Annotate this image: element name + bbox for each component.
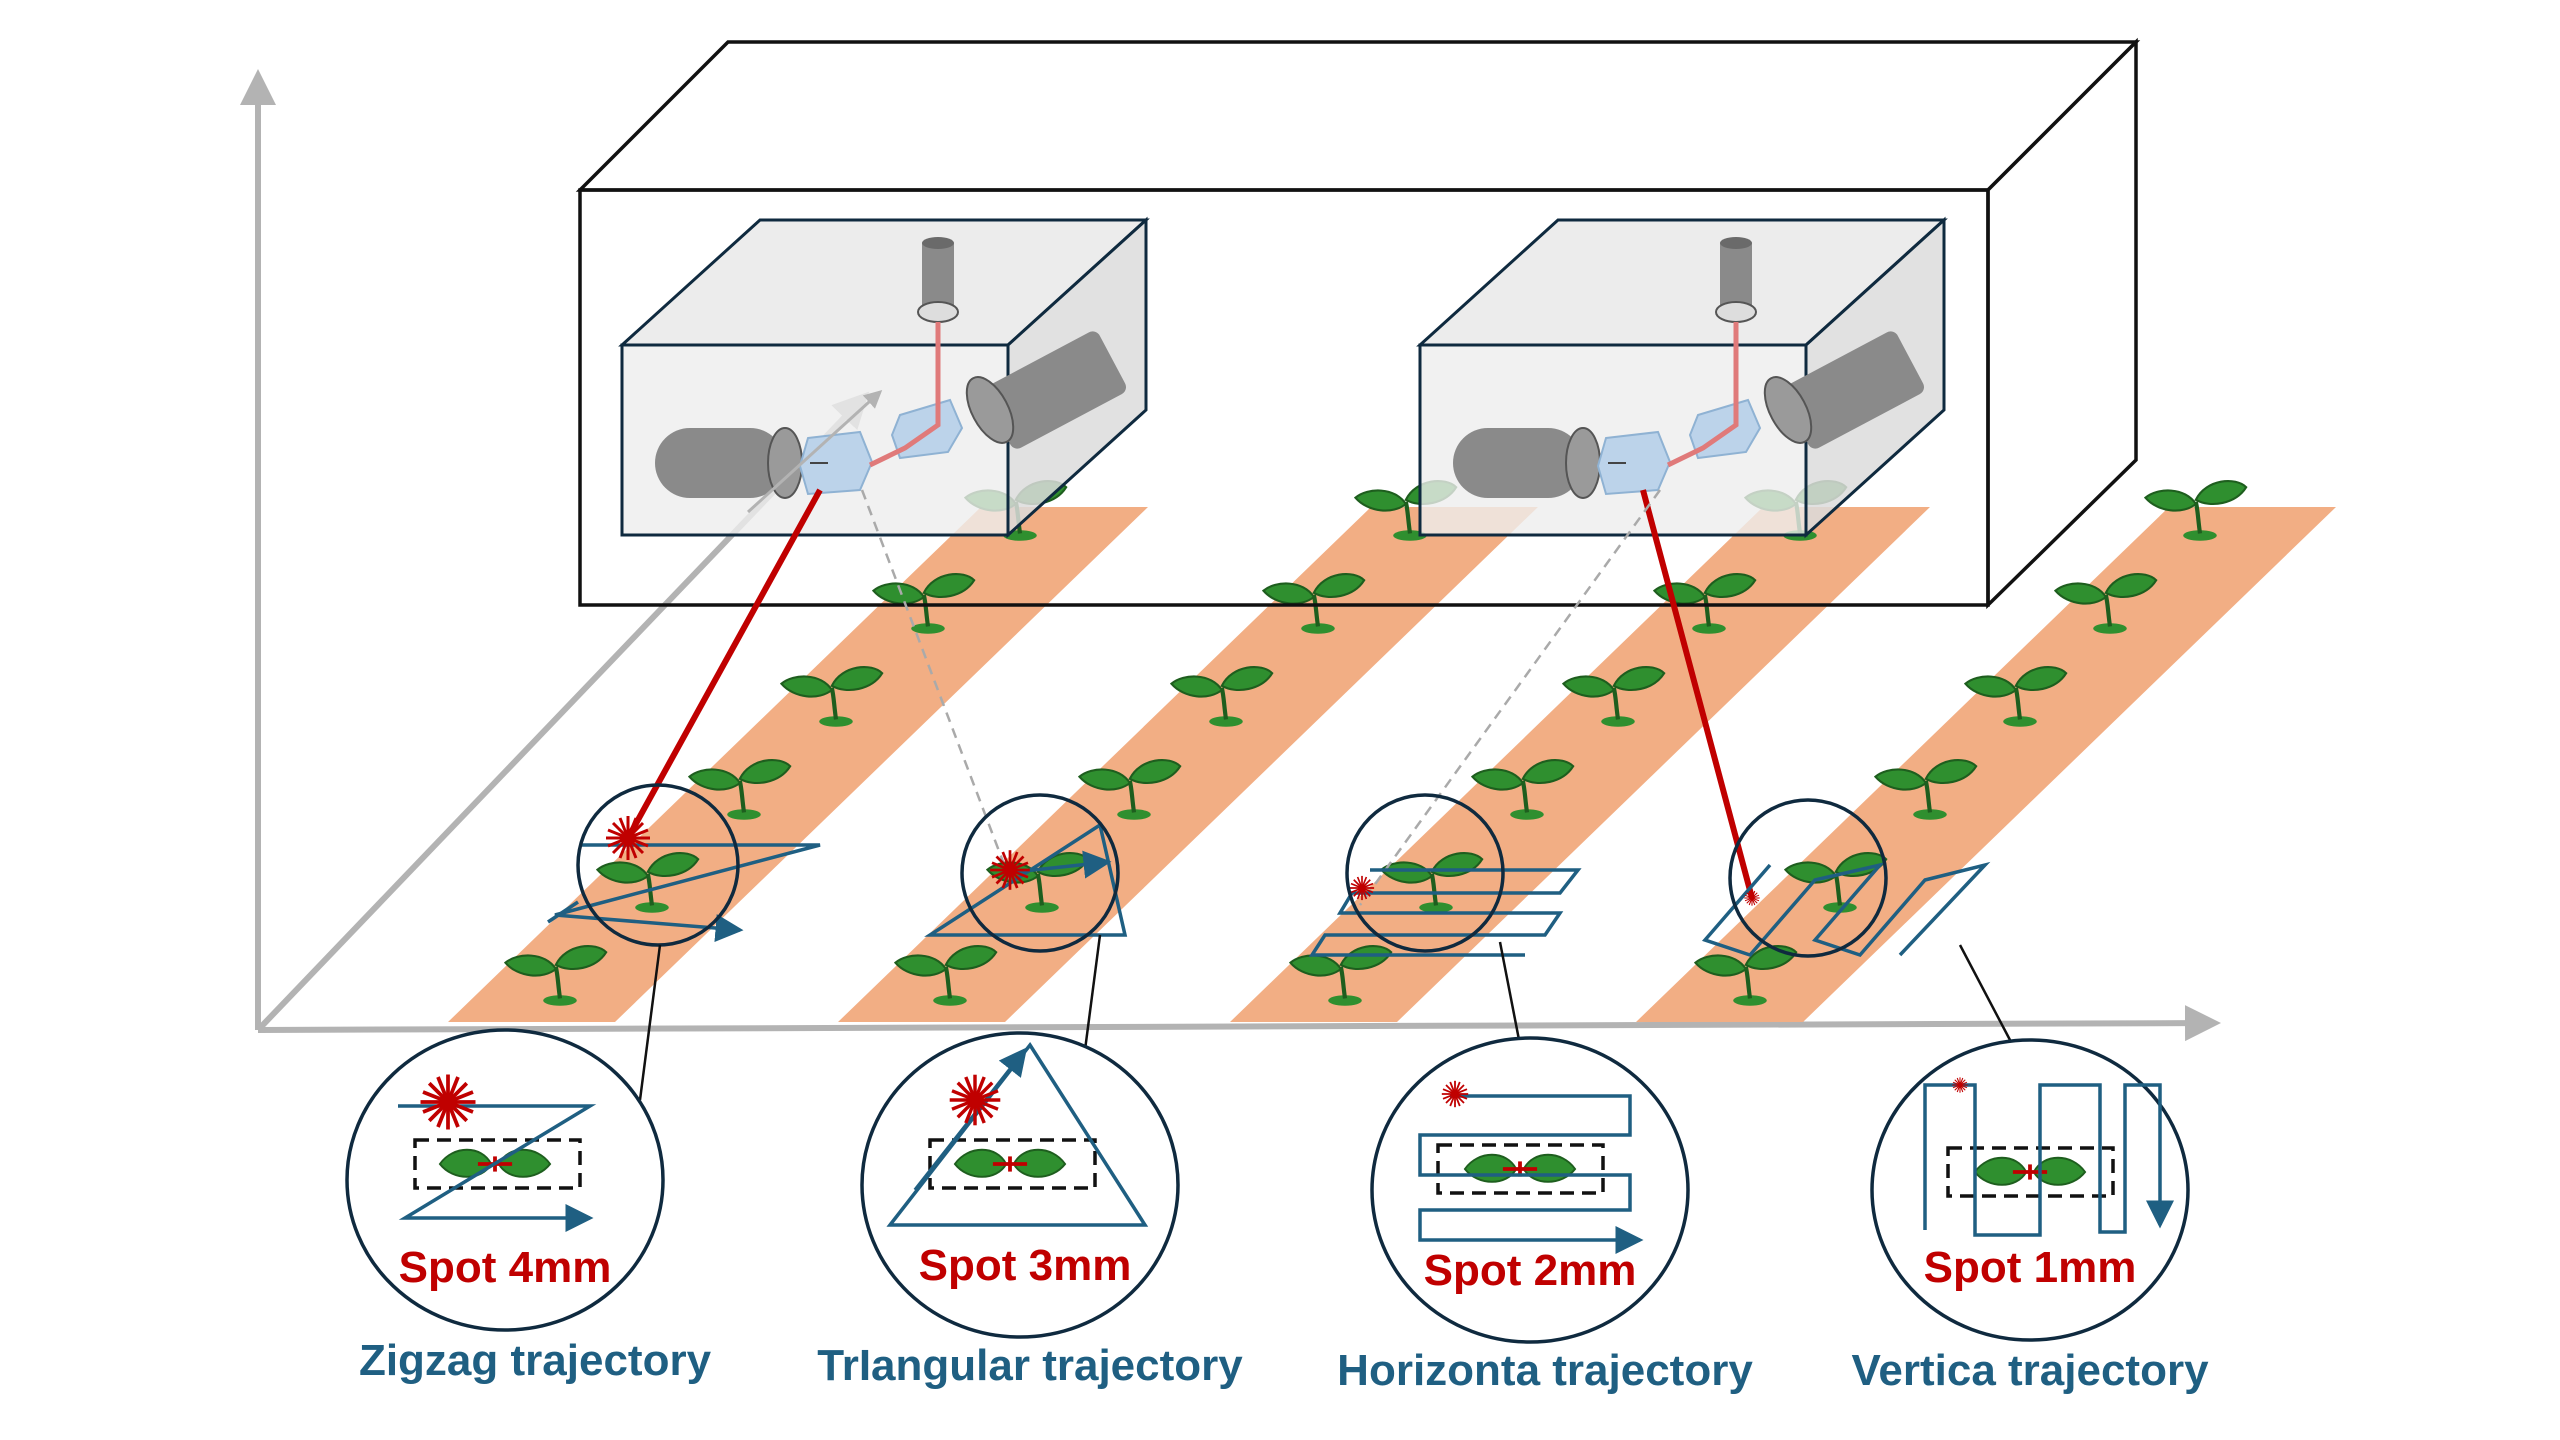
spot-label-triangular: Spot 3mm — [919, 1241, 1132, 1290]
housing-top-face — [575, 40, 2141, 192]
detail-circle-vertical — [1870, 1038, 2190, 1342]
laser-beams — [625, 488, 1755, 906]
detail-zigzag-graphic — [398, 1072, 597, 1232]
spot-label-vertical: Spot 1mm — [1924, 1243, 2137, 1292]
x-axis — [257, 1005, 2221, 1042]
crop-row-2 — [838, 507, 1538, 1022]
spot-label-zigzag: Spot 4mm — [399, 1243, 612, 1292]
detail-circle-triangular — [860, 1031, 1180, 1339]
detail-vertical-graphic — [1923, 1076, 2174, 1237]
field-circle-1 — [576, 783, 740, 947]
detail-horizontal-graphic — [1418, 1079, 1644, 1254]
connector-lines — [638, 934, 2012, 1101]
crop-row-4 — [1636, 507, 2336, 1022]
laser-module-right — [1416, 216, 1948, 539]
crop-row-1 — [448, 507, 1148, 1022]
field-zigzag-path — [554, 843, 821, 942]
laser-housing — [575, 37, 2141, 610]
laser-beam-right — [1640, 489, 1755, 899]
field-circle-4 — [1728, 798, 1888, 958]
laser-beam-left — [625, 488, 823, 840]
field-vertical-path — [1701, 861, 1991, 958]
trajectory-label-vertical: Vertica trajectory — [1851, 1346, 2209, 1395]
field-focus-circles — [576, 783, 1888, 958]
trajectory-label-triangular: TrIangular trajectory — [817, 1341, 1243, 1390]
spot-label-horizontal: Spot 2mm — [1424, 1246, 1637, 1295]
detail-circles — [345, 1028, 2190, 1344]
field-circle-2 — [960, 793, 1120, 953]
labels: Spot 4mm Spot 3mm Spot 2mm Spot 1mm Zigz… — [359, 1241, 2209, 1395]
field-circle-3 — [1345, 793, 1505, 953]
dashed-projection-right — [1358, 489, 1662, 906]
trajectory-label-horizontal: Horizonta trajectory — [1337, 1346, 1753, 1395]
field-horizontal-path — [1308, 868, 1582, 957]
housing-front-face — [578, 188, 1990, 607]
detail-triangular-graphic — [886, 1041, 1149, 1227]
trajectory-label-zigzag: Zigzag trajectory — [359, 1336, 712, 1385]
laser-module-left — [618, 216, 1150, 539]
detail-circle-horizontal — [1370, 1036, 1690, 1344]
